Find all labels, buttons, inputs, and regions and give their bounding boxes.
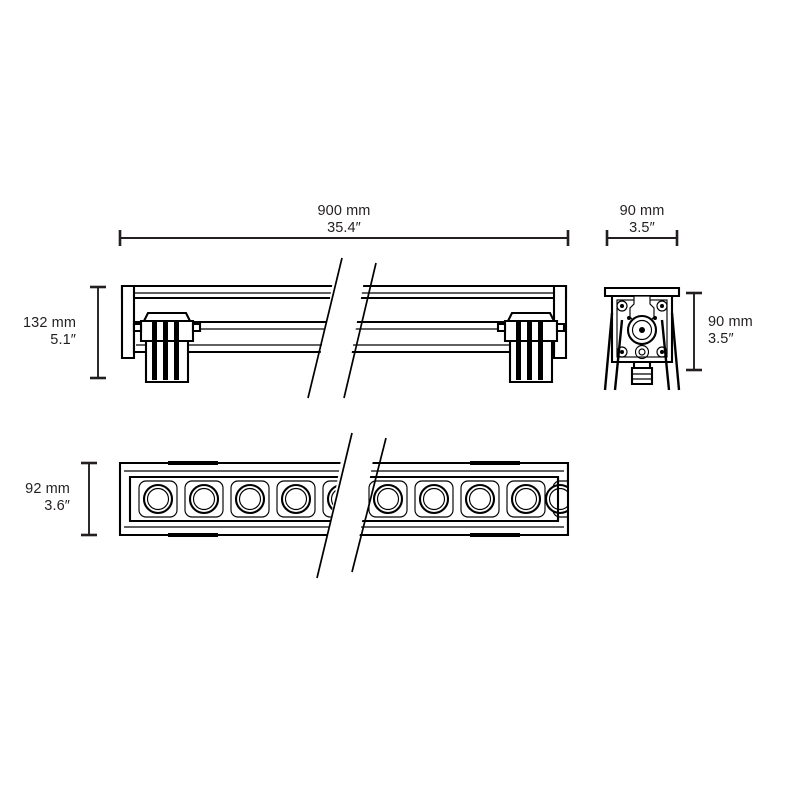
- bottom-width-imperial-label: 3.6″: [44, 498, 70, 514]
- bottom-width-metric-label: 92 mm: [25, 481, 70, 497]
- end-view-corner-screws: [616, 300, 668, 358]
- led-cell: [414, 480, 454, 518]
- overall-length-imperial-label: 35.4″: [327, 220, 361, 236]
- bottom-view-break-symbol: [316, 432, 387, 579]
- side-height-imperial-label: 5.1″: [50, 332, 76, 348]
- led-cell: [230, 480, 270, 518]
- end-height-imperial-label: 3.5″: [708, 331, 734, 347]
- side-elevation-view: [120, 257, 568, 399]
- side-view-break-symbol: [307, 257, 377, 399]
- end-width-metric-label: 90 mm: [620, 203, 665, 219]
- led-cell: [138, 480, 178, 518]
- overall-length-metric-label: 900 mm: [318, 203, 371, 219]
- led-cell: [460, 480, 500, 518]
- end-height-metric-label: 90 mm: [708, 314, 753, 330]
- dimension-end-height: 90 mm 3.5″: [686, 291, 753, 372]
- dimension-overall-length: 900 mm 35.4″: [118, 203, 570, 246]
- dimension-end-width: 90 mm 3.5″: [605, 203, 679, 246]
- side-height-metric-label: 132 mm: [23, 315, 76, 331]
- end-view-mounting-legs: [603, 312, 681, 391]
- end-section-view: [603, 286, 681, 391]
- side-view-left-bracket: [132, 311, 202, 384]
- side-view-right-bracket: [496, 311, 566, 384]
- end-width-imperial-label: 3.5″: [629, 220, 655, 236]
- led-cell: [276, 480, 316, 518]
- led-cell: [184, 480, 224, 518]
- dimension-bottom-width: 92 mm 3.6″: [25, 461, 97, 537]
- bottom-plan-view: [118, 432, 609, 579]
- dimension-side-height: 132 mm 5.1″: [23, 285, 106, 380]
- led-cell: [368, 480, 408, 518]
- led-cell: [506, 480, 546, 518]
